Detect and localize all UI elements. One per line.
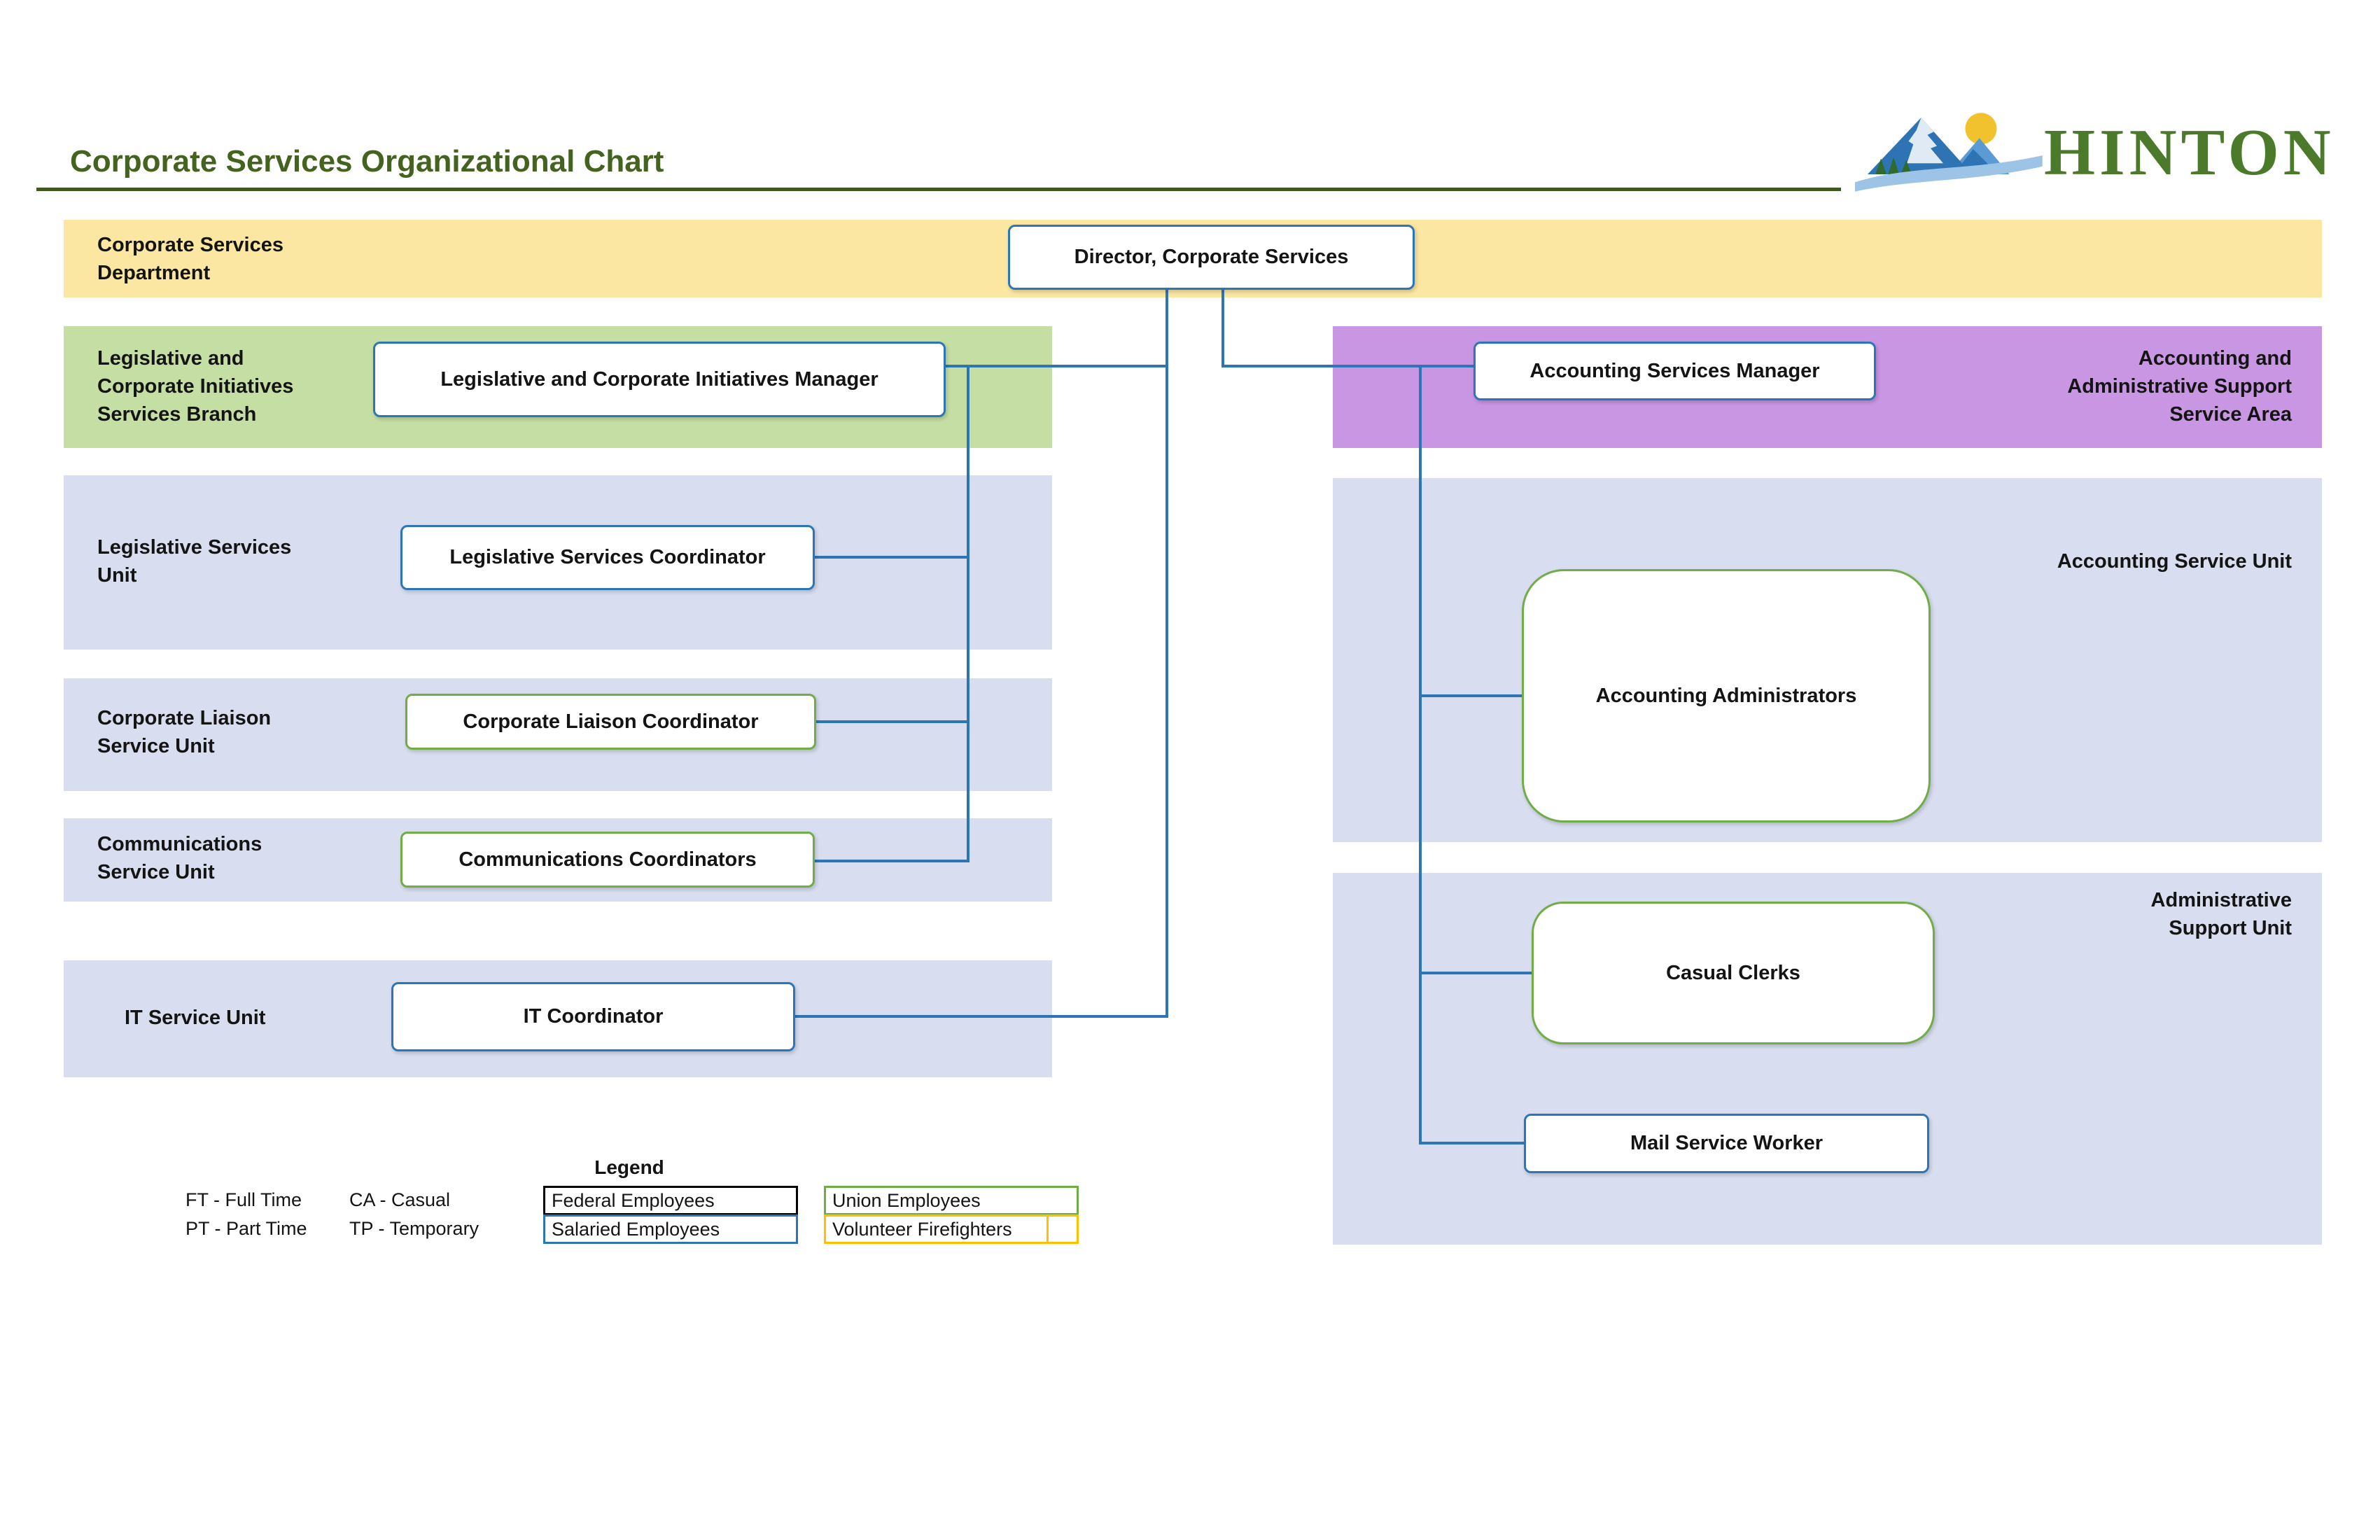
legend-abbrev-pt: PT - Part Time <box>186 1218 307 1239</box>
connector-manager-horizontal <box>946 365 1168 368</box>
band-label-it-unit: IT Service Unit <box>125 1007 266 1029</box>
legend-abbrev-tp: TP - Temporary <box>349 1218 479 1239</box>
legend-salaried-employees: Salaried Employees <box>543 1214 798 1244</box>
node-corporate-liaison-coordinator: Corporate Liaison Coordinator <box>405 694 816 750</box>
title-underline <box>36 188 1841 191</box>
connector-director-left-vertical <box>1166 290 1168 1018</box>
page-title: Corporate Services Organizational Chart <box>70 144 664 178</box>
legend-abbrev-ft: FT - Full Time <box>186 1189 302 1210</box>
mountain-sun-logo-icon <box>1855 113 2043 192</box>
connector-casual-clerks-stub <box>1419 972 1532 974</box>
band-label-corporate-liaison-unit: Corporate Liaison Service Unit <box>97 707 272 758</box>
connector-director-right-vertical <box>1222 290 1224 368</box>
node-mail-service-worker: Mail Service Worker <box>1524 1114 1929 1173</box>
legend-heading: Legend <box>594 1156 664 1178</box>
connector-communications-stub <box>815 860 967 862</box>
connector-it-horizontal <box>795 1015 1168 1018</box>
node-legislative-manager: Legislative and Corporate Initiatives Ma… <box>373 342 946 417</box>
connector-liaison-coordinator-stub <box>816 720 967 723</box>
connector-left-branch-vertical <box>967 365 969 862</box>
connector-accounting-horizontal <box>1222 365 1474 368</box>
node-legislative-coordinator: Legislative Services Coordinator <box>400 525 815 590</box>
band-label-accounting-area: Accounting and Administrative Support Se… <box>2067 347 2292 426</box>
hinton-logo: HINTON <box>1855 105 2335 200</box>
legend-volunteer-firefighters: Volunteer Firefighters <box>824 1214 1079 1244</box>
connector-mail-worker-stub <box>1419 1142 1524 1144</box>
logo-wordmark: HINTON <box>2044 115 2335 189</box>
node-it-coordinator: IT Coordinator <box>391 982 795 1051</box>
node-accounting-administrators: Accounting Administrators <box>1522 569 1931 822</box>
legend-volunteer-divider <box>1046 1217 1049 1242</box>
legend-volunteer-firefighters-label: Volunteer Firefighters <box>832 1219 1012 1240</box>
node-communications-coordinators: Communications Coordinators <box>400 832 815 888</box>
band-label-legislative-unit: Legislative Services Unit <box>97 536 292 587</box>
legend-federal-employees: Federal Employees <box>543 1186 798 1215</box>
band-label-legislative-branch: Legislative and Corporate Initiatives Se… <box>97 347 294 426</box>
band-label-admin-support-unit: Administrative Support Unit <box>2150 889 2292 940</box>
legend-abbrev-ca: CA - Casual <box>349 1189 451 1210</box>
band-label-department: Corporate Services Department <box>97 234 284 285</box>
legend-union-employees: Union Employees <box>824 1186 1079 1215</box>
band-label-accounting-unit: Accounting Service Unit <box>2057 550 2292 573</box>
connector-legislative-coordinator-stub <box>815 556 967 559</box>
node-director-corporate-services: Director, Corporate Services <box>1008 225 1415 290</box>
node-casual-clerks: Casual Clerks <box>1532 902 1935 1044</box>
node-accounting-services-manager: Accounting Services Manager <box>1474 342 1876 400</box>
connector-accounting-admins-stub <box>1419 694 1522 697</box>
band-label-communications-unit: Communications Service Unit <box>97 833 262 884</box>
connector-accounting-branch-vertical <box>1419 365 1422 1144</box>
